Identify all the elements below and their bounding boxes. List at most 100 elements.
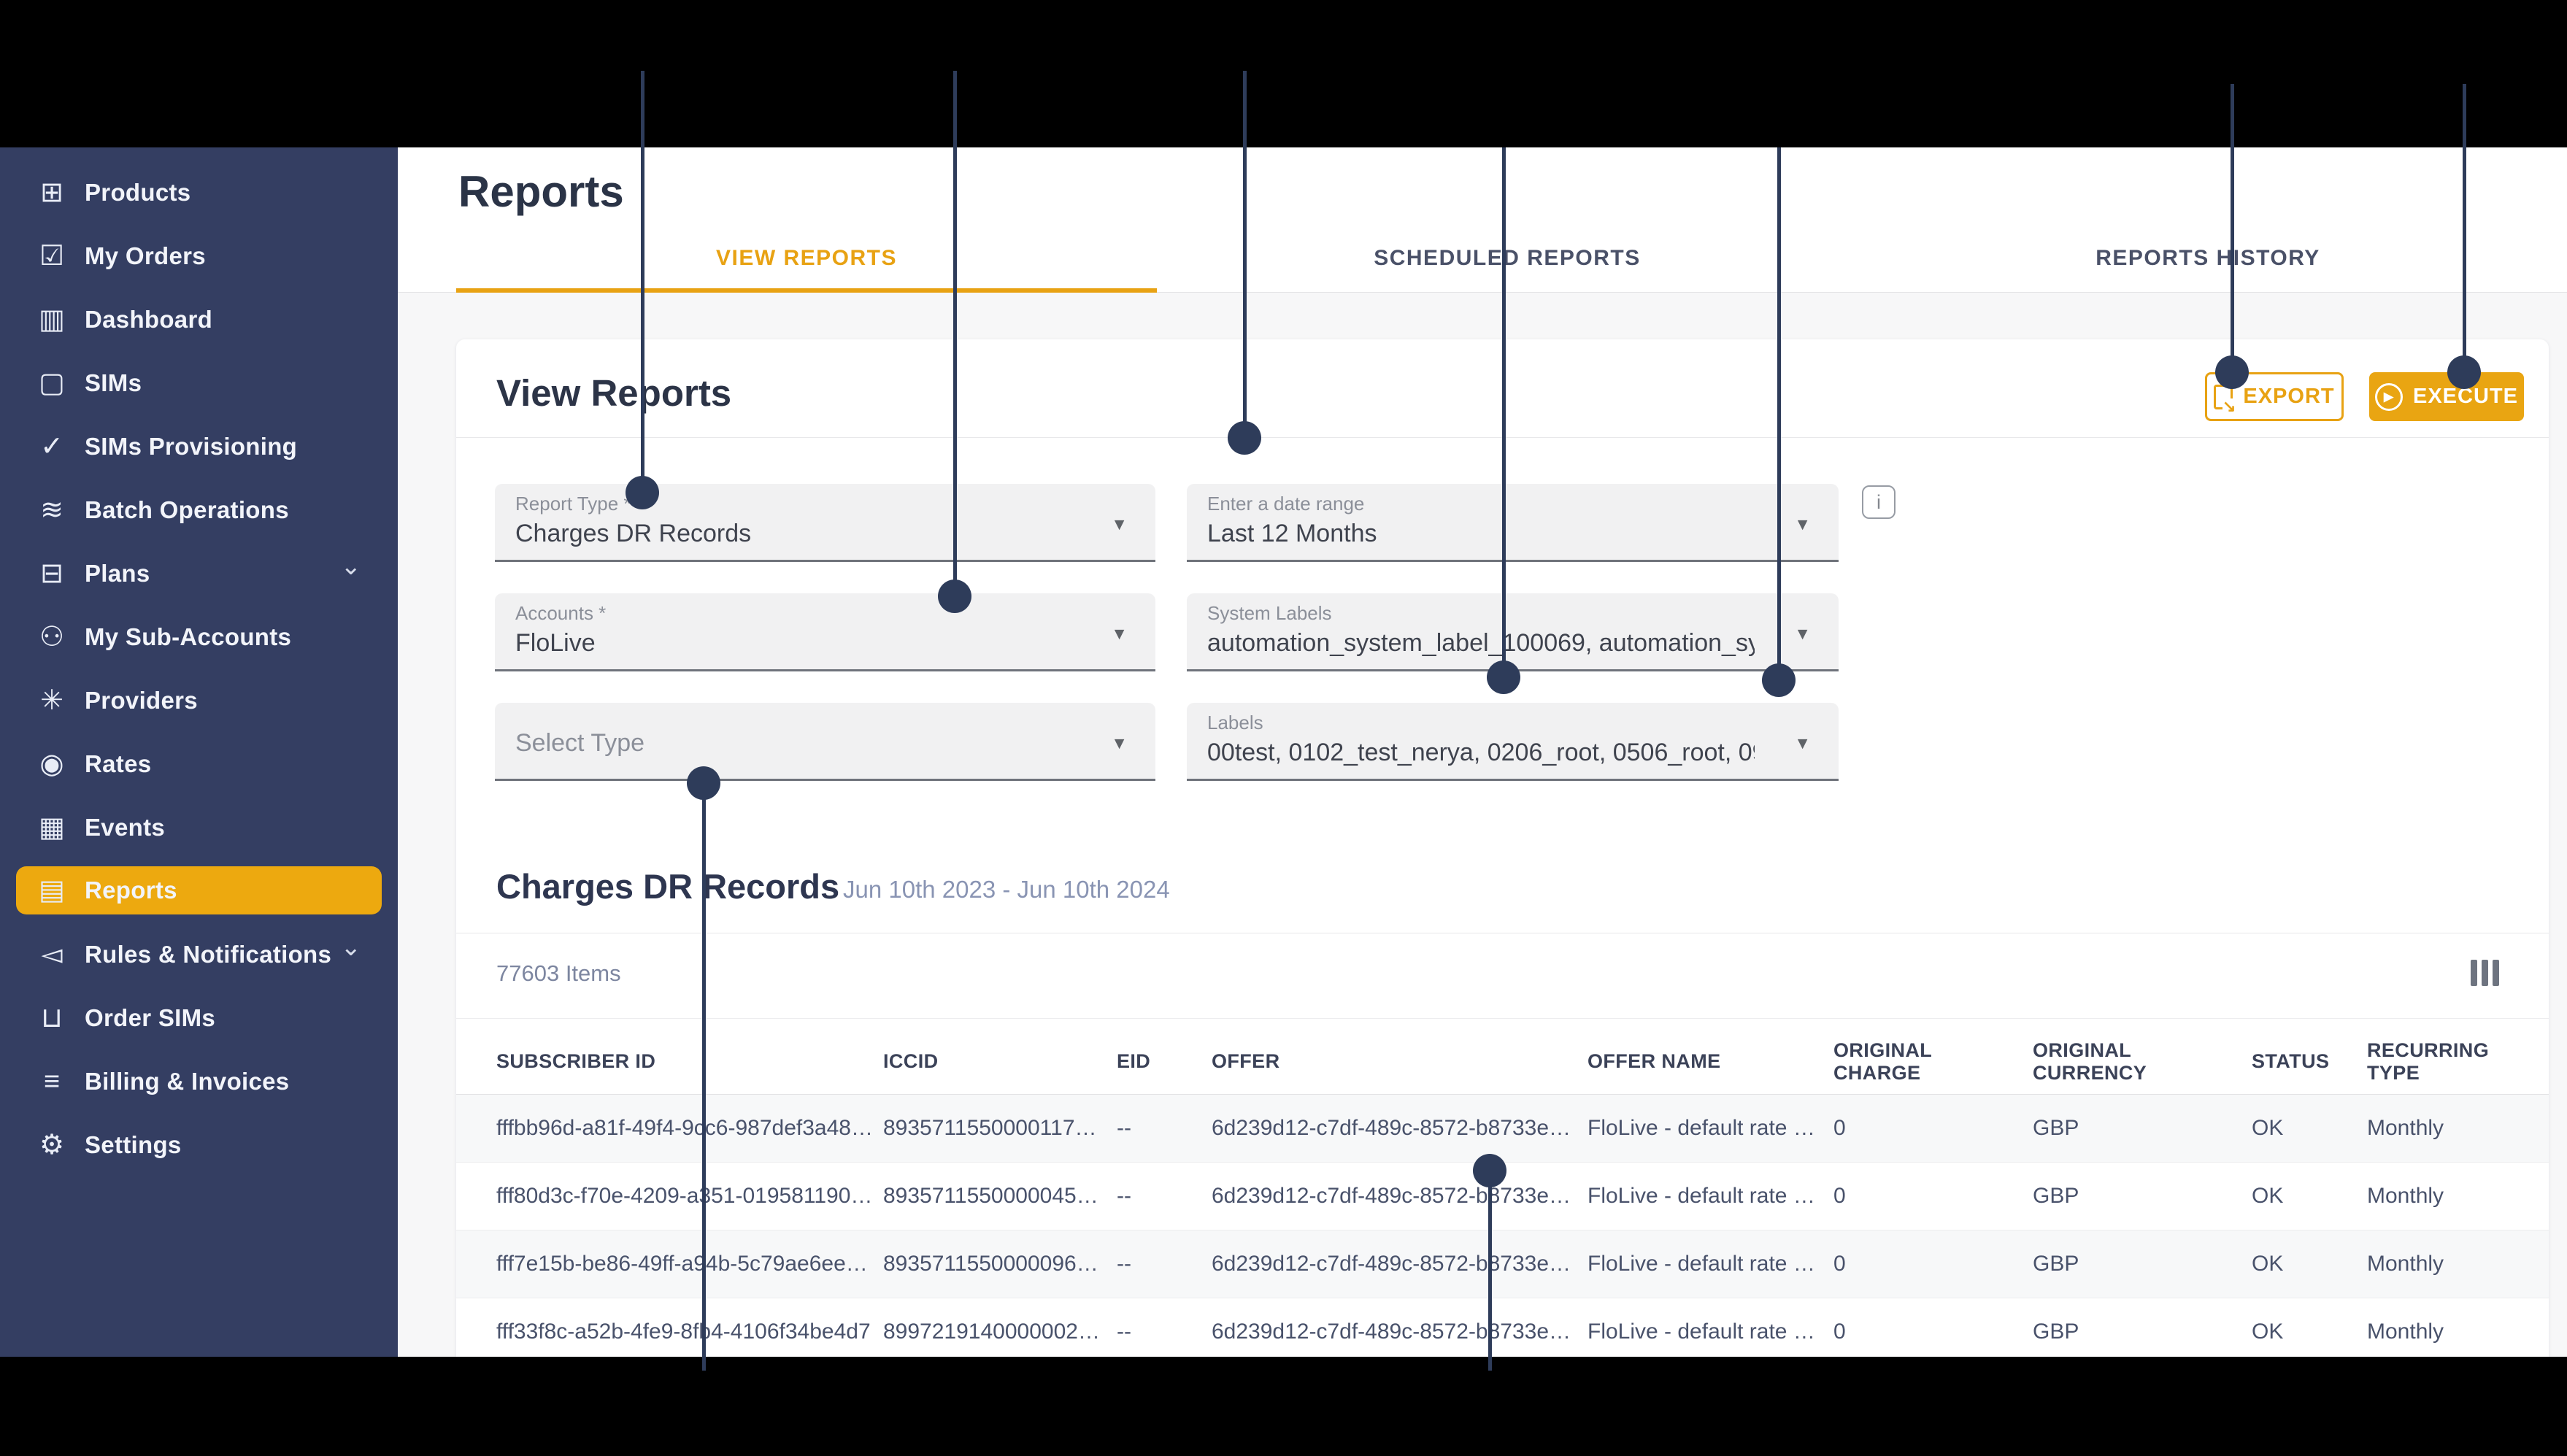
results-date-range: Jun 10th 2023 - Jun 10th 2024: [843, 876, 1170, 903]
sidebar-item-products[interactable]: ⊞ Products ⌄: [0, 161, 398, 224]
cell-original-currency: GBP: [2033, 1116, 2079, 1140]
sidebar-item-billing-invoices[interactable]: ≡ Billing & Invoices ⌄: [0, 1049, 398, 1113]
tab-scheduled-reports[interactable]: SCHEDULED REPORTS: [1157, 225, 1858, 292]
dashboard-chart-icon: ▥: [39, 304, 65, 335]
table-row[interactable]: fff33f8c-a52b-4fe9-8fb4-4106f34be4d7 899…: [456, 1298, 2549, 1357]
cell-offer-name: FloLive - default rate plan: [1587, 1320, 1833, 1344]
tab-label: SCHEDULED REPORTS: [1374, 246, 1641, 270]
sidebar-item-plans[interactable]: ⊟ Plans ⌄: [0, 542, 398, 605]
export-button[interactable]: EXPORT: [2205, 372, 2344, 421]
cell-subscriber-id: fffbb96d-a81f-49f4-9cc6-987def3a48e9: [496, 1116, 876, 1140]
column-header[interactable]: OFFER NAME: [1587, 1050, 1721, 1072]
field-placeholder: Select Type: [515, 729, 645, 757]
table-row[interactable]: fffbb96d-a81f-49f4-9cc6-987def3a48e9 893…: [456, 1095, 2549, 1163]
sidebar-item-sims[interactable]: ▢ SIMs ⌄: [0, 351, 398, 415]
sidebar-item-order-sims[interactable]: ⊔ Order SIMs ⌄: [0, 986, 398, 1049]
sidebar-item-batch-operations[interactable]: ≋ Batch Operations ⌄: [0, 478, 398, 542]
cell-offer: 6d239d12-c7df-489c-8572-b8733ec8ef88: [1212, 1320, 1587, 1344]
network-hub-icon: ✳: [40, 685, 63, 716]
labels-select[interactable]: Labels 00test, 0102_test_nerya, 0206_roo…: [1187, 703, 1839, 781]
sidebar-item-settings[interactable]: ⚙ Settings ⌄: [0, 1113, 398, 1176]
select-type-select[interactable]: Select Type ▼: [495, 703, 1155, 781]
cell-original-charge: 0: [1833, 1184, 1846, 1208]
cell-status: OK: [2252, 1184, 2284, 1208]
column-settings-icon[interactable]: [2471, 960, 2499, 986]
cell-eid: --: [1117, 1252, 1131, 1276]
cell-status: OK: [2252, 1320, 2284, 1344]
column-header[interactable]: RECURRING TYPE: [2367, 1039, 2490, 1084]
column-header[interactable]: OFFER: [1212, 1050, 1280, 1072]
sidebar-item-events[interactable]: ▦ Events ⌄: [0, 796, 398, 859]
sidebar-item-dashboard[interactable]: ▥ Dashboard ⌄: [0, 288, 398, 351]
column-header[interactable]: STATUS: [2252, 1050, 2330, 1072]
cell-subscriber-id: fff33f8c-a52b-4fe9-8fb4-4106f34be4d7: [496, 1320, 871, 1344]
sidebar-item-label: Events: [85, 813, 166, 841]
date-range-select[interactable]: Enter a date range Last 12 Months ▼: [1187, 484, 1839, 562]
info-icon[interactable]: i: [1862, 485, 1896, 519]
chevron-down-icon: ▼: [1794, 515, 1811, 534]
sidebar-item-my-orders[interactable]: ☑ My Orders ⌄: [0, 224, 398, 288]
field-value: Charges DR Records: [515, 520, 752, 547]
sidebar-item-rates[interactable]: ◉ Rates ⌄: [0, 732, 398, 796]
sidebar-item-rules-notifications[interactable]: ◅ Rules & Notifications ⌄: [0, 922, 398, 986]
sim-provisioning-icon: ✓: [40, 431, 63, 462]
sidebar-item-label: Plans: [85, 559, 150, 587]
tab-view-reports[interactable]: VIEW REPORTS: [456, 225, 1157, 293]
cell-offer: 6d239d12-c7df-489c-8572-b8733ec8ef88: [1212, 1116, 1587, 1140]
report-type-select[interactable]: Report Type * Charges DR Records ▼: [495, 484, 1155, 562]
cell-offer-name: FloLive - default rate plan: [1587, 1184, 1833, 1208]
tab-bar: VIEW REPORTS SCHEDULED REPORTS REPORTS H…: [456, 225, 2558, 293]
sidebar-item-reports[interactable]: ▤ Reports ⌄: [16, 866, 382, 914]
column-header[interactable]: ORIGINAL CHARGE: [1833, 1039, 1932, 1084]
cell-offer-name: FloLive - default rate plan: [1587, 1116, 1833, 1140]
cell-original-charge: 0: [1833, 1320, 1846, 1344]
cell-iccid: 8997219140000002919: [883, 1320, 1115, 1344]
column-header[interactable]: ICCID: [883, 1050, 939, 1072]
field-label: System Labels: [1207, 602, 1332, 624]
chevron-down-icon: ▼: [1111, 733, 1128, 752]
sidebar-item-providers[interactable]: ✳ Providers ⌄: [0, 669, 398, 732]
divider: [456, 1018, 2549, 1019]
cell-original-currency: GBP: [2033, 1320, 2079, 1344]
cell-offer: 6d239d12-c7df-489c-8572-b8733ec8ef88: [1212, 1252, 1587, 1276]
tab-reports-history[interactable]: REPORTS HISTORY: [1858, 225, 2558, 292]
sidebar-item-label: Rules & Notifications: [85, 940, 332, 968]
sidebar-item-label: My Orders: [85, 242, 206, 269]
cell-recurring-type: Monthly: [2367, 1184, 2444, 1208]
cell-iccid: 8935711550000096654: [883, 1252, 1113, 1276]
sidebar-item-label: Providers: [85, 686, 198, 714]
layers-icon: ≋: [40, 494, 63, 525]
sidebar-item-my-sub-accounts[interactable]: ⚇ My Sub-Accounts ⌄: [0, 605, 398, 669]
cell-eid: --: [1117, 1320, 1131, 1344]
items-count: 77603 Items: [496, 960, 621, 986]
sidebar-item-sims-provisioning[interactable]: ✓ SIMs Provisioning ⌄: [0, 415, 398, 478]
cell-recurring-type: Monthly: [2367, 1320, 2444, 1344]
document-icon: ▤: [39, 875, 65, 906]
main-area: Reports VIEW REPORTS SCHEDULED REPORTS: [398, 147, 2567, 1357]
table-row[interactable]: fff80d3c-f70e-4209-a351-0195811905d7 893…: [456, 1163, 2549, 1230]
view-reports-card: View Reports EXPORT ▶ EXECUTE Report Typ…: [456, 339, 2549, 1357]
execute-button-label: EXECUTE: [2413, 385, 2518, 408]
sidebar-item-label: Order SIMs: [85, 1004, 216, 1031]
export-icon: [2214, 384, 2237, 415]
content-band: ⊞ Products ⌄ ☑ My Orders ⌄ ▥ Dashboard ⌄: [0, 147, 2567, 1357]
calendar-icon: ▦: [39, 812, 65, 843]
accounts-select[interactable]: Accounts * FloLive ▼: [495, 593, 1155, 671]
execute-button[interactable]: ▶ EXECUTE: [2369, 372, 2524, 421]
table-row[interactable]: fff7e15b-be86-49ff-a94b-5c79ae6eed0e 893…: [456, 1230, 2549, 1298]
chevron-down-icon: ▼: [1794, 733, 1811, 752]
cell-original-currency: GBP: [2033, 1252, 2079, 1276]
field-label: Enter a date range: [1207, 493, 1365, 515]
cell-iccid: 8935711550000117690: [883, 1116, 1112, 1140]
column-header[interactable]: ORIGINAL CURRENCY: [2033, 1039, 2147, 1084]
sidebar-item-label: Products: [85, 178, 191, 206]
chevron-down-icon: ▼: [1794, 624, 1811, 643]
tab-label: VIEW REPORTS: [715, 246, 898, 270]
cell-iccid: 8935711550000045701: [883, 1184, 1113, 1208]
system-labels-select[interactable]: System Labels automation_system_label_10…: [1187, 593, 1839, 671]
column-header[interactable]: EID: [1117, 1050, 1151, 1072]
sidebar-item-label: Billing & Invoices: [85, 1067, 290, 1095]
field-value: 00test, 0102_test_nerya, 0206_root, 0506…: [1207, 739, 1755, 766]
cell-status: OK: [2252, 1116, 2284, 1140]
column-header[interactable]: SUBSCRIBER ID: [496, 1050, 656, 1072]
